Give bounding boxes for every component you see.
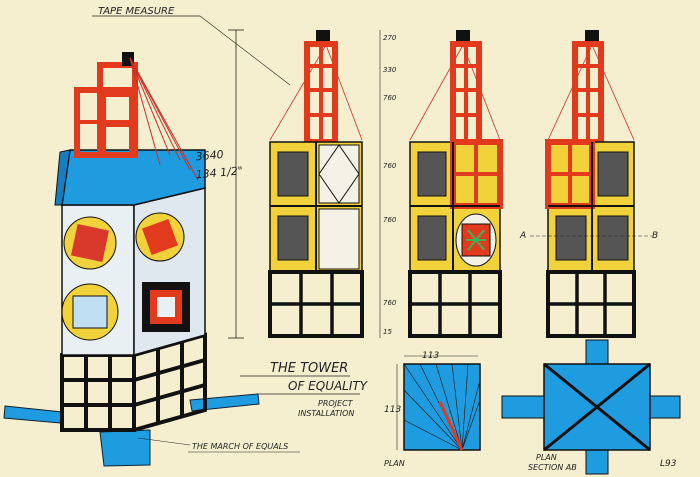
plan-width-label: 113 (422, 351, 439, 361)
seg-3-label: 760 (383, 94, 397, 102)
total-height-inches: 134 1/2" (195, 164, 243, 181)
iso-red-frames (74, 62, 138, 158)
iso-picture-2 (142, 219, 178, 255)
dimension-line (228, 29, 381, 339)
plan-depth-label: 113 (384, 405, 401, 415)
plan-section-label-1: PLAN (536, 453, 557, 462)
plan-label: PLAN (384, 459, 405, 468)
seg-2-label: 330 (383, 66, 397, 74)
subtitle-line-1: PROJECT (318, 399, 354, 408)
signature: L93 (660, 459, 677, 469)
plan-view (396, 355, 481, 451)
elevation-1 (268, 30, 364, 338)
total-height-mm: 3640 (195, 148, 224, 163)
elevation-2 (408, 30, 503, 338)
iso-picture-4-inner (157, 297, 175, 317)
ground-beam-front (99, 429, 151, 467)
tape-measure-label: TAPE MEASURE (98, 6, 175, 17)
seg-4-label: 760 (383, 162, 397, 170)
title-line-1: THE TOWER (270, 361, 348, 376)
ground-beam-right (189, 393, 260, 412)
plan-section-ab (501, 339, 681, 475)
march-label: THE MARCH OF EQUALS (192, 442, 288, 451)
seg-6-label: 760 (383, 299, 397, 307)
iso-picture-1 (71, 224, 109, 262)
iso-picture-3 (72, 295, 108, 329)
tape-measure-pointer (199, 15, 291, 86)
plan-section-label-2: SECTION AB (528, 463, 577, 472)
ground-beam-left (3, 405, 63, 424)
march-leader (137, 437, 191, 446)
subtitle-line-2: INSTALLATION (298, 409, 354, 418)
section-b-label: B (652, 231, 658, 241)
seg-5-label: 760 (383, 216, 397, 224)
iso-strings (129, 57, 199, 181)
section-a-label: A (519, 231, 526, 241)
seg-base-label: 15 (383, 328, 392, 336)
isometric-tower (3, 52, 260, 467)
elevation-3 (530, 30, 652, 338)
title-line-2: OF EQUALITY (288, 379, 369, 393)
seg-top-label: 270 (383, 34, 397, 42)
iso-roof-edge (54, 149, 71, 206)
